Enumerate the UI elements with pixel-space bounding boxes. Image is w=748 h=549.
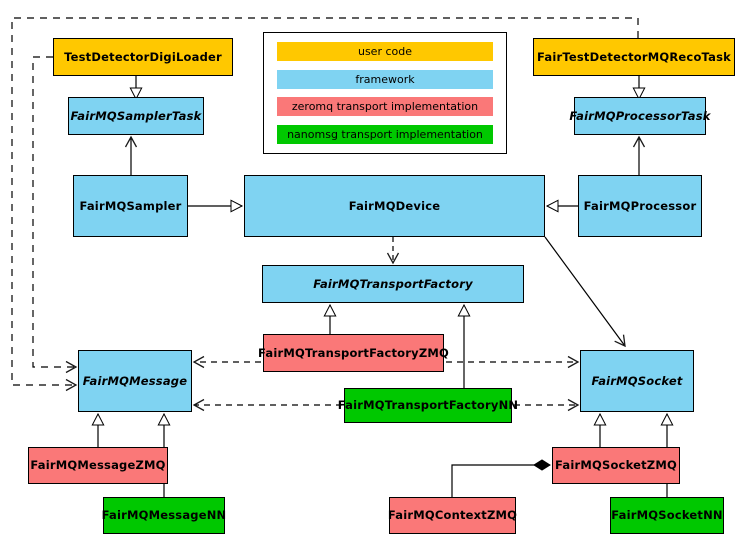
class-box-testdetectordigiloader[interactable]: TestDetectorDigiLoader [53, 38, 233, 76]
class-box-fairmqdevice[interactable]: FairMQDevice [244, 175, 545, 237]
class-box-fairmqprocessortask[interactable]: FairMQProcessorTask [569, 97, 710, 135]
class-box-fairmqtransportfactory[interactable]: FairMQTransportFactory [262, 265, 524, 303]
legend-row-framework: framework [277, 69, 493, 89]
class-box-fairmqsamplertask[interactable]: FairMQSamplerTask [68, 97, 204, 135]
wire-device-socket [544, 236, 626, 348]
class-box-fairmqsocket[interactable]: FairMQSocket [580, 350, 694, 412]
wire-contextzmq-socketzmq [451, 459, 551, 497]
class-box-fairmqmessagezmq[interactable]: FairMQMessageZMQ [28, 447, 168, 484]
class-box-fairmqtransportfactoryzmq[interactable]: FairMQTransportFactoryZMQ [258, 334, 449, 372]
legend-row-user-code: user code [277, 42, 493, 61]
color-legend: user code framework zeromq transport imp… [263, 32, 507, 154]
class-box-fairmqmessage[interactable]: FairMQMessage [78, 350, 192, 412]
class-box-fairmqprocessor[interactable]: FairMQProcessor [578, 175, 702, 237]
legend-row-zeromq: zeromq transport implementation [277, 97, 493, 117]
class-box-fairtestdetectormqrecotask[interactable]: FairTestDetectorMQRecoTask [533, 38, 735, 76]
legend-row-nanomsg: nanomsg transport implementation [277, 124, 493, 144]
class-box-fairmqsampler[interactable]: FairMQSampler [73, 175, 188, 237]
class-box-fairmqcontextzmq[interactable]: FairMQContextZMQ [388, 497, 517, 534]
class-box-fairmqmessagenn[interactable]: FairMQMessageNN [102, 497, 226, 534]
class-box-fairmqsocketnn[interactable]: FairMQSocketNN [610, 497, 724, 534]
class-box-fairmqsocketzmq[interactable]: FairMQSocketZMQ [552, 447, 680, 484]
class-box-fairmqtransportfactorynn[interactable]: FairMQTransportFactoryNN [338, 388, 518, 423]
